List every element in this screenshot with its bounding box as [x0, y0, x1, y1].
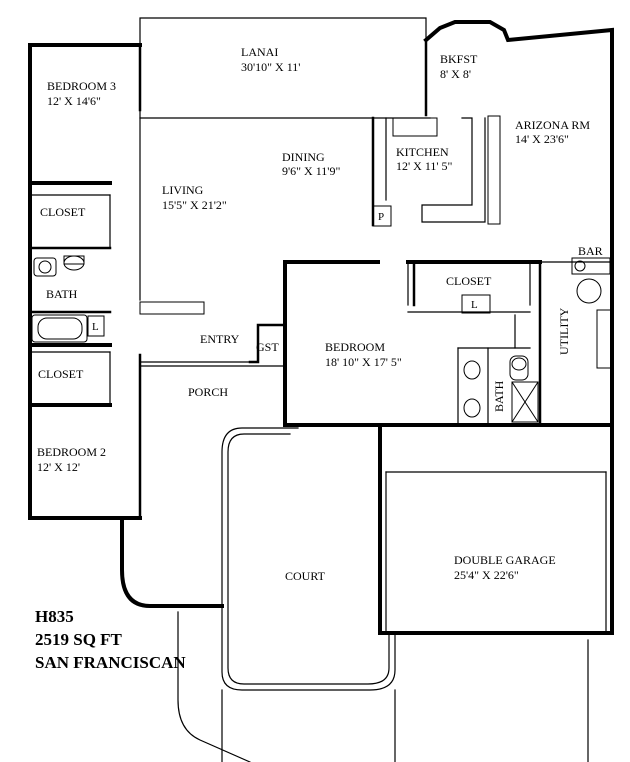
linen-master-label: L	[471, 299, 478, 311]
linen-left-label: L	[92, 321, 99, 333]
room-bedroom3-name: BEDROOM 3	[47, 79, 116, 93]
room-living-dims: 15'5" X 21'2"	[162, 198, 227, 212]
bath-master-label: BATH	[492, 380, 506, 412]
room-labels: LANAI 30'10" X 11' BKFST 8' X 8' BEDROOM…	[37, 45, 590, 582]
room-garage-dims: 25'4" X 22'6"	[454, 568, 519, 582]
room-lanai-dims: 30'10" X 11'	[241, 60, 300, 74]
room-arizona-name: ARIZONA RM	[515, 118, 590, 132]
room-garage-name: DOUBLE GARAGE	[454, 553, 556, 567]
room-kitchen-dims: 12' X 11' 5"	[396, 159, 453, 173]
room-dining-dims: 9'6" X 11'9"	[282, 164, 340, 178]
room-bedroom3-dims: 12' X 14'6"	[47, 94, 101, 108]
room-bedroom2-dims: 12' X 12'	[37, 460, 80, 474]
room-bkfst-name: BKFST	[440, 52, 478, 66]
closet-master-label: CLOSET	[446, 274, 492, 288]
room-kitchen-name: KITCHEN	[396, 145, 449, 159]
bath-left-label: BATH	[46, 287, 78, 301]
gst-label: GST	[256, 340, 279, 354]
fixtures	[31, 205, 611, 423]
area-labels: CLOSET BATH CLOSET L ENTRY GST PORCH CLO…	[38, 205, 603, 583]
closet-left-bottom-label: CLOSET	[38, 367, 84, 381]
room-bedroom-dims: 18' 10" X 17' 5"	[325, 355, 402, 369]
room-dining-name: DINING	[282, 150, 325, 164]
utility-label: UTILITY	[557, 307, 571, 355]
room-lanai-name: LANAI	[241, 45, 278, 59]
pantry-label: P	[378, 211, 384, 223]
room-bedroom-name: BEDROOM	[325, 340, 385, 354]
room-bkfst-dims: 8' X 8'	[440, 67, 471, 81]
room-living-name: LIVING	[162, 183, 204, 197]
model-number: H835	[35, 607, 74, 626]
bar-label: BAR	[578, 244, 603, 258]
plan-name: SAN FRANCISCAN	[35, 653, 186, 672]
porch-label: PORCH	[188, 385, 228, 399]
entry-label: ENTRY	[200, 332, 240, 346]
room-arizona-dims: 14' X 23'6"	[515, 132, 569, 146]
closet-left-top-label: CLOSET	[40, 205, 86, 219]
interior-walls	[28, 109, 613, 427]
plan-info: H835 2519 SQ FT SAN FRANCISCAN	[35, 607, 186, 672]
court-outline	[120, 427, 589, 762]
court-label: COURT	[285, 569, 326, 583]
room-bedroom2-name: BEDROOM 2	[37, 445, 106, 459]
exterior-walls	[28, 17, 614, 635]
square-footage: 2519 SQ FT	[35, 630, 123, 649]
